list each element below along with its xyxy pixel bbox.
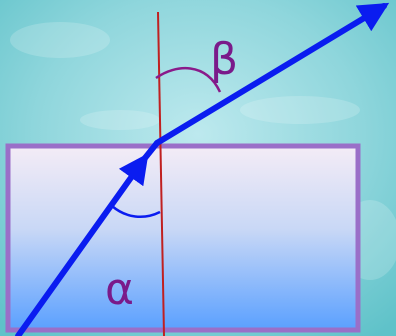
angle-arc-alpha: [111, 205, 161, 219]
refracted-ray: [154, 2, 390, 146]
incident-ray: [15, 153, 149, 336]
incident-ray-tail: [142, 140, 160, 161]
angle-arc-beta: [155, 66, 222, 93]
glass-block: [5, 143, 361, 333]
normal-line: [157, 11, 165, 336]
angle-label-beta: β: [210, 34, 238, 85]
angle-label-alpha: α: [105, 264, 134, 315]
